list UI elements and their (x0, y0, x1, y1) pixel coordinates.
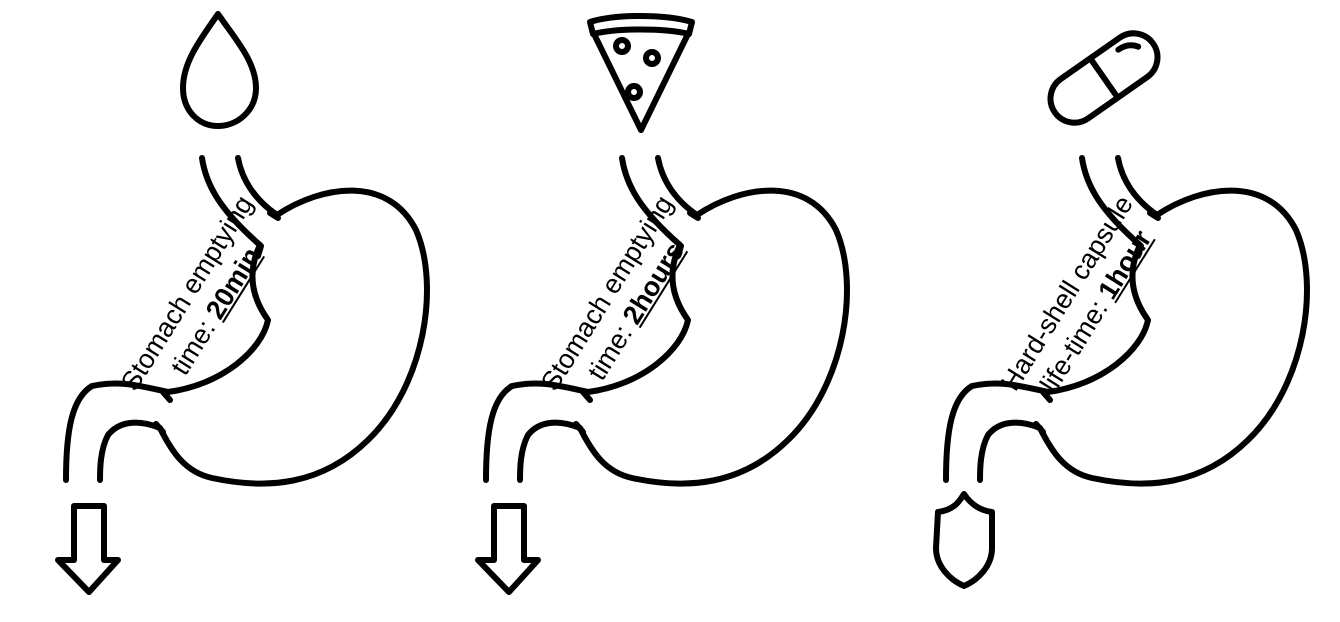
stomach-outline-icon (943, 155, 1310, 487)
stomach-diagram-capsule (933, 30, 1310, 589)
down-arrow-icon (475, 503, 541, 595)
shield-icon (933, 491, 995, 589)
stomach-diagram-food (475, 13, 850, 595)
stomach-outline-icon (63, 155, 430, 487)
stomach-outline-icon (483, 155, 850, 487)
stomach-diagram-water (55, 11, 430, 595)
down-arrow-icon (55, 503, 121, 595)
panel-water: Stomach emptying time: 20min (0, 0, 440, 622)
panel-capsule: Hard-shell capsule life-time: 1hour (880, 0, 1320, 622)
capsule-icon (1047, 30, 1161, 126)
pizza-slice-icon (587, 13, 695, 133)
panel-food: Stomach emptying time: 2hours (420, 0, 860, 622)
water-drop-icon (180, 11, 259, 129)
